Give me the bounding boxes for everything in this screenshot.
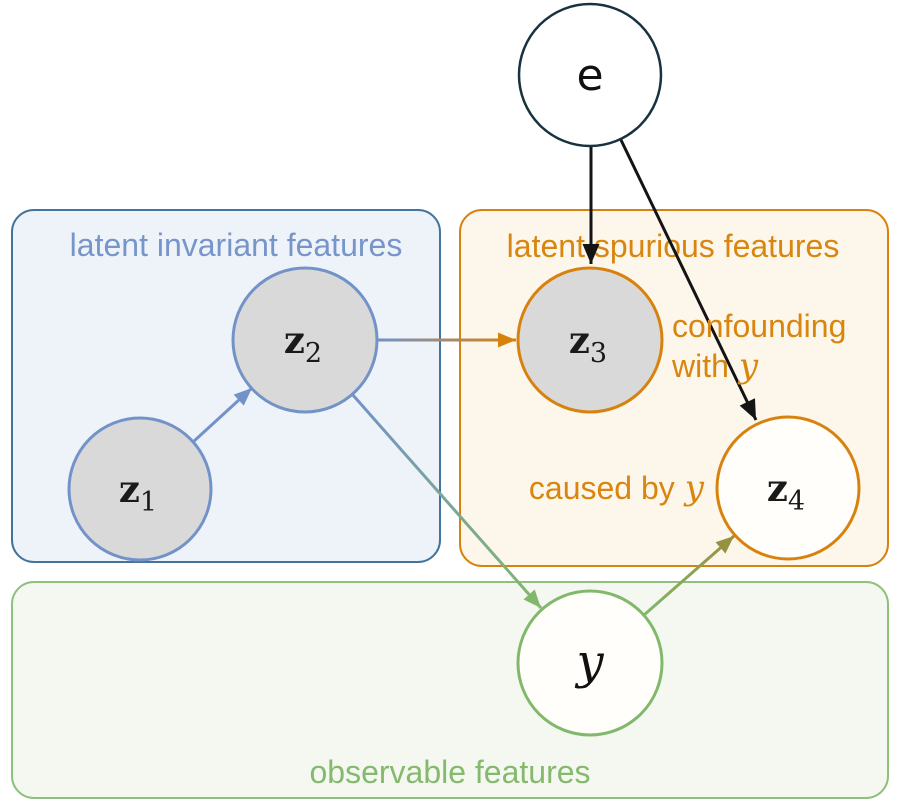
node-z3-circle	[516, 266, 664, 414]
observable-title: observable features	[309, 754, 590, 790]
node-z2-circle	[231, 266, 379, 414]
node-e-label: e	[576, 50, 603, 101]
edge-e-z4	[619, 139, 758, 421]
observable-box	[11, 581, 889, 799]
node-e-circle	[517, 2, 663, 148]
latent-invariant-title: latent invariant features	[70, 227, 403, 263]
node-z4-circle	[715, 415, 861, 561]
annotation-confounding-line1: confounding	[672, 308, 846, 344]
node-z4-label: z4	[767, 466, 805, 517]
node-z1-circle	[67, 416, 213, 562]
edge-y-z4	[643, 534, 735, 617]
edge-z2-y	[350, 393, 543, 609]
node-z1-label: z1	[119, 467, 157, 518]
node-z2-label: z2	[284, 318, 322, 369]
node-z3-label: z3	[569, 318, 607, 369]
node-y-label: y	[574, 634, 604, 690]
node-y-circle	[516, 589, 664, 737]
edge-z1-z2	[191, 386, 254, 444]
